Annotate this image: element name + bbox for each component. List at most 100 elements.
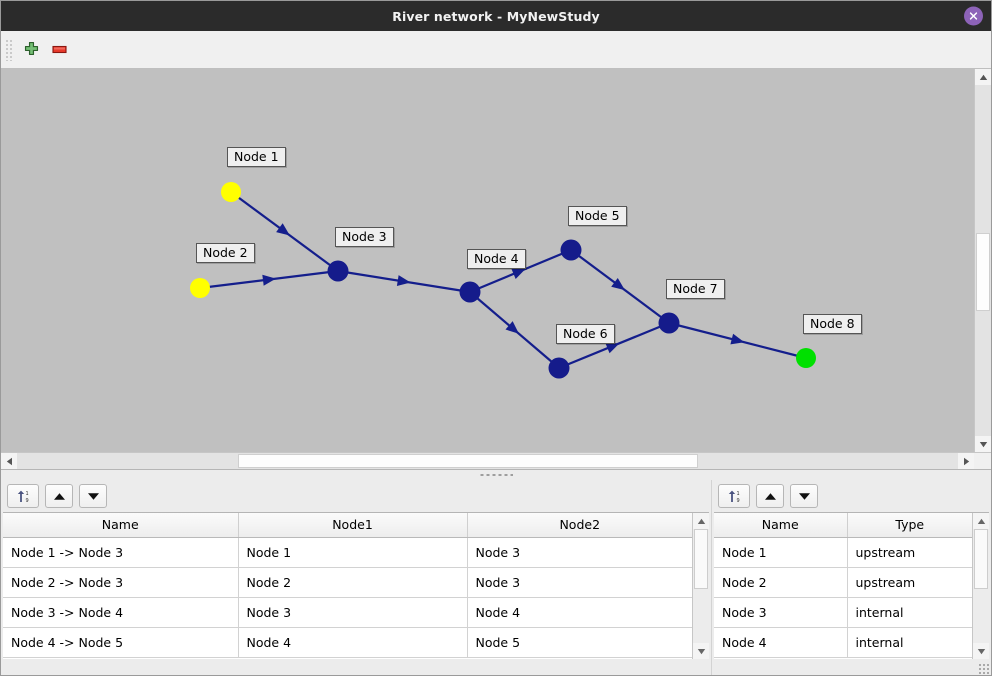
node-label-node-1[interactable]: Node 1 xyxy=(227,147,286,168)
window-title: River network - MyNewStudy xyxy=(392,8,600,24)
move-node-down-button[interactable] xyxy=(790,484,818,508)
node-label-node-3[interactable]: Node 3 xyxy=(335,227,394,248)
scroll-down-button[interactable] xyxy=(975,436,991,452)
edge-arrowhead xyxy=(505,321,519,334)
nodes-vscroll-thumb[interactable] xyxy=(974,529,988,589)
graph-node-node-3[interactable] xyxy=(327,260,349,282)
scroll-left-button[interactable] xyxy=(1,453,17,469)
column-header-name[interactable]: Name xyxy=(714,513,848,538)
canvas-horizontal-scrollbar[interactable] xyxy=(1,452,991,469)
column-header-name[interactable]: Name xyxy=(3,513,239,538)
reaches-pane-footer xyxy=(1,659,711,675)
network-canvas[interactable]: Node 1 Node 2 Node 3 Node 4 Node 5 Node 6 Node… xyxy=(1,69,974,452)
table-cell[interactable]: Node 5 xyxy=(467,627,692,658)
main-toolbar xyxy=(1,31,991,69)
edge-arrowhead xyxy=(511,268,526,279)
table-cell[interactable]: Node 3 xyxy=(238,597,468,628)
scroll-up-button[interactable] xyxy=(975,69,991,85)
graph-node-node-1[interactable] xyxy=(221,182,241,202)
table-cell[interactable]: upstream xyxy=(847,567,972,598)
graph-node-node-8[interactable] xyxy=(796,348,816,368)
node-label-node-7[interactable]: Node 7 xyxy=(666,279,725,300)
table-cell[interactable]: Node 3 xyxy=(467,567,692,598)
canvas-hscroll-thumb[interactable] xyxy=(238,454,698,468)
graph-node-node-7[interactable] xyxy=(658,312,680,334)
graph-node-node-2[interactable] xyxy=(190,278,210,298)
edge-arrowhead xyxy=(396,275,411,286)
window-resize-grip[interactable] xyxy=(978,663,989,674)
reaches-vscroll-track[interactable] xyxy=(693,529,709,643)
triangle-down-icon xyxy=(979,441,987,447)
arrow-up-icon xyxy=(53,492,65,500)
move-reach-up-button[interactable] xyxy=(45,484,73,508)
triangle-up-icon xyxy=(979,74,987,80)
table-cell[interactable]: Node 1 xyxy=(238,537,468,568)
node-label-node-8[interactable]: Node 8 xyxy=(803,314,862,335)
sort-reaches-button[interactable]: 1 9 xyxy=(7,484,39,508)
table-cell[interactable]: internal xyxy=(847,627,972,658)
table-cell[interactable]: Node 3 xyxy=(714,597,848,628)
table-cell[interactable]: Node 2 -> Node 3 xyxy=(3,567,239,598)
canvas-vscroll-thumb[interactable] xyxy=(976,233,990,311)
table-cell[interactable]: internal xyxy=(847,597,972,628)
table-cell[interactable]: Node 2 xyxy=(238,567,468,598)
table-cell[interactable]: Node 3 xyxy=(467,537,692,568)
node-label-node-2[interactable]: Node 2 xyxy=(196,243,255,264)
nodes-vertical-scrollbar[interactable] xyxy=(972,513,989,659)
reaches-toolbar: 1 9 xyxy=(1,480,711,512)
canvas-hscroll-track[interactable] xyxy=(17,453,958,469)
nodes-scroll-down-button[interactable] xyxy=(973,643,989,659)
column-header-type[interactable]: Type xyxy=(847,513,972,538)
canvas-vertical-scrollbar[interactable] xyxy=(974,69,991,452)
reaches-vertical-scrollbar[interactable] xyxy=(692,513,709,659)
graph-node-node-6[interactable] xyxy=(548,357,570,379)
column-header-node1[interactable]: Node1 xyxy=(238,513,468,538)
node-label-node-6[interactable]: Node 6 xyxy=(556,324,615,345)
table-cell[interactable]: Node 4 xyxy=(238,627,468,658)
reaches-scroll-up-button[interactable] xyxy=(693,513,709,529)
sort-nodes-button[interactable]: 1 9 xyxy=(718,484,750,508)
table-cell[interactable]: Node 1 -> Node 3 xyxy=(3,537,239,568)
scroll-right-button[interactable] xyxy=(958,453,974,469)
close-button[interactable] xyxy=(964,6,983,26)
node-label-node-4[interactable]: Node 4 xyxy=(467,249,526,270)
canvas-vscroll-track[interactable] xyxy=(975,85,991,436)
table-cell[interactable]: Node 3 -> Node 4 xyxy=(3,597,239,628)
table-cell[interactable]: Node 2 xyxy=(714,567,848,598)
nodes-scroll-up-button[interactable] xyxy=(973,513,989,529)
node-label-node-5[interactable]: Node 5 xyxy=(568,206,627,227)
table-cell[interactable]: Node 4 xyxy=(467,597,692,628)
graph-node-node-5[interactable] xyxy=(560,239,582,261)
graph-node-node-4[interactable] xyxy=(459,281,481,303)
column-header-node2[interactable]: Node2 xyxy=(467,513,692,538)
panel-splitter[interactable] xyxy=(1,469,991,480)
add-node-button[interactable] xyxy=(17,36,45,64)
move-reach-down-button[interactable] xyxy=(79,484,107,508)
table-cell[interactable]: Node 4 xyxy=(714,627,848,658)
table-cell[interactable]: Node 1 xyxy=(714,537,848,568)
toolbar-drag-handle[interactable] xyxy=(5,38,13,61)
network-canvas-panel: Node 1 Node 2 Node 3 Node 4 Node 5 Node 6 Node… xyxy=(1,69,991,469)
reaches-scroll-down-button[interactable] xyxy=(693,643,709,659)
scrollbar-corner xyxy=(974,453,991,469)
move-node-up-button[interactable] xyxy=(756,484,784,508)
remove-node-button[interactable] xyxy=(45,36,73,64)
reaches-vscroll-thumb[interactable] xyxy=(694,529,708,589)
nodes-pane: 1 9 xyxy=(711,480,991,675)
nodes-vscroll-track[interactable] xyxy=(973,529,989,643)
svg-text:9: 9 xyxy=(25,498,28,504)
table-cell[interactable]: upstream xyxy=(847,537,972,568)
table-cell[interactable]: Node 4 -> Node 5 xyxy=(3,627,239,658)
